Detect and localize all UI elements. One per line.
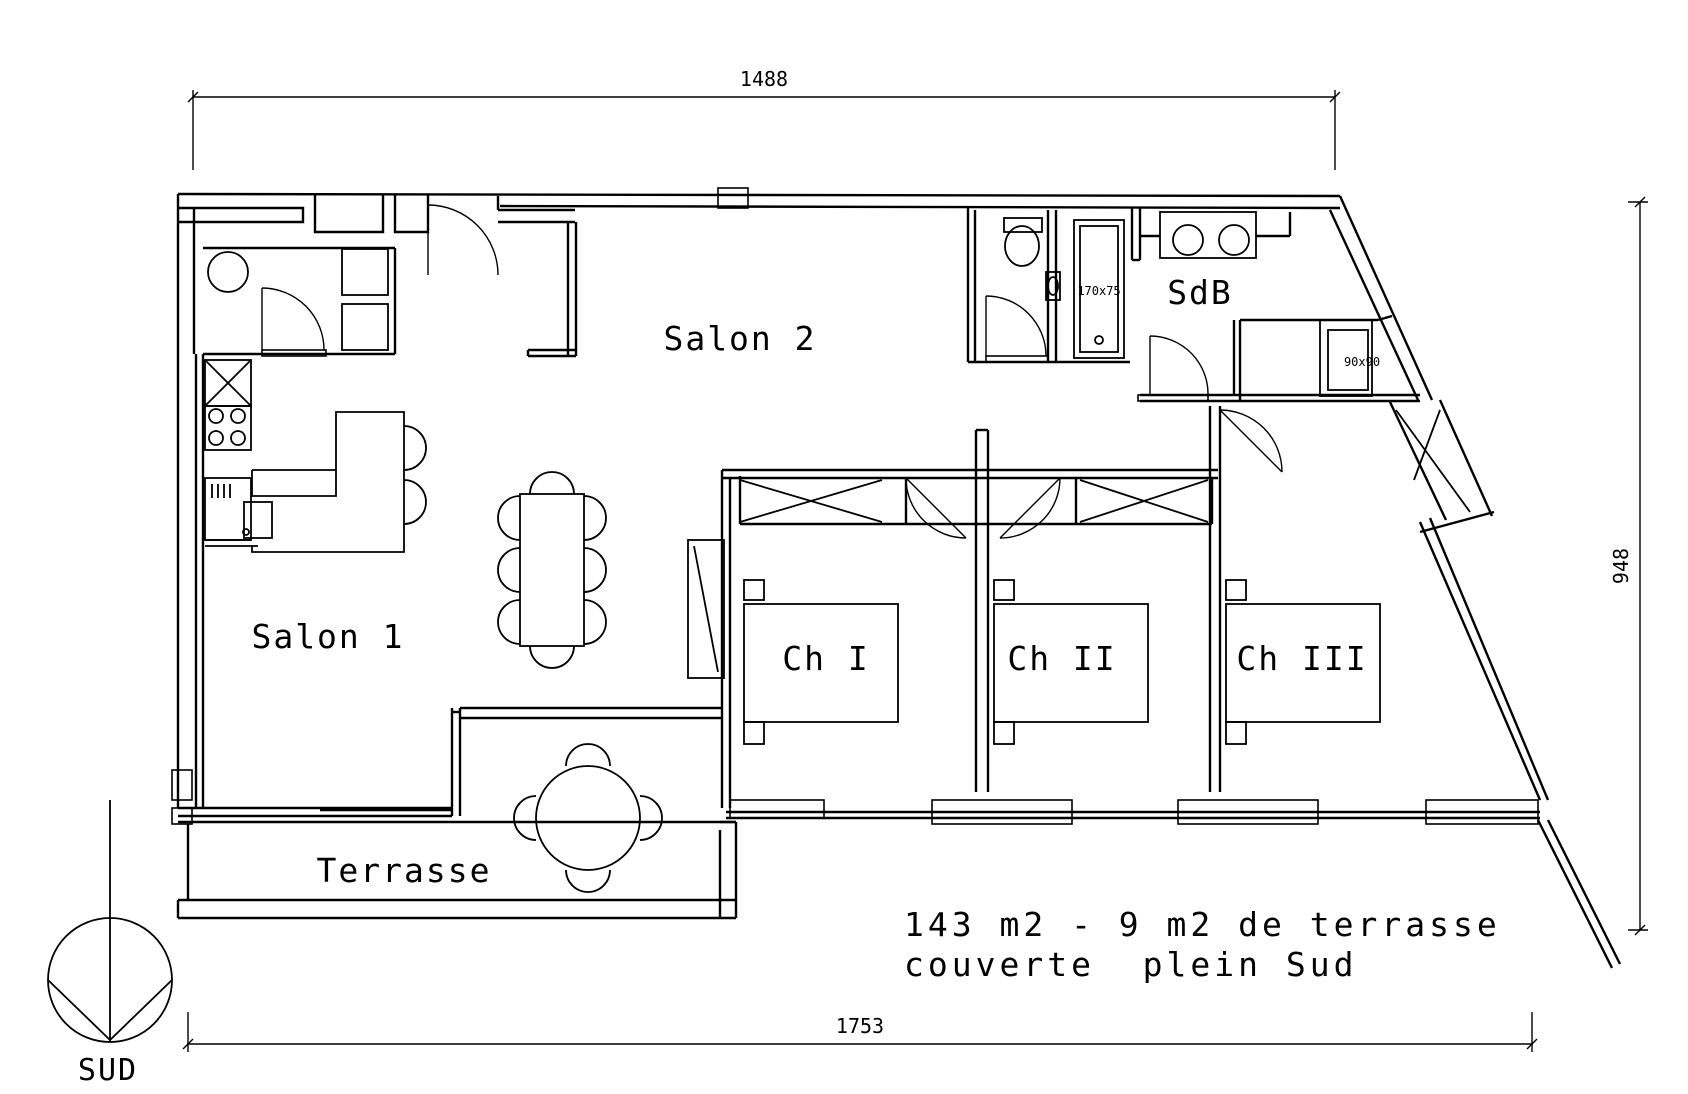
- exterior-walls: [171, 187, 1434, 825]
- room-label-ch3: Ch III: [1236, 639, 1367, 678]
- stove-burner-icon: [208, 430, 224, 446]
- stove-burner-icon: [208, 408, 224, 424]
- sink-tap-icon: [242, 528, 250, 536]
- dimension-bottom-label: 1753: [836, 1014, 884, 1038]
- room-label-terrasse: Terrasse: [317, 851, 492, 890]
- south-facade: [726, 399, 1622, 969]
- compass: SUD: [47, 800, 173, 1088]
- room-label-salon2: Salon 2: [663, 319, 816, 358]
- washbasin-icon: [1218, 224, 1250, 256]
- dimension-top-label: 1488: [740, 67, 788, 91]
- dimension-right: 948: [1609, 196, 1648, 936]
- sideboard: [687, 539, 725, 679]
- washing-machine-icon: [207, 251, 249, 293]
- stove-burner-icon: [230, 430, 246, 446]
- bed-ch1: [743, 579, 899, 745]
- compass-label: SUD: [78, 1053, 138, 1088]
- dimension-top: 1488: [187, 67, 1341, 170]
- stove-burner-icon: [230, 408, 246, 424]
- bathroom: 170x75 90x90: [1073, 208, 1420, 403]
- entry: [427, 196, 578, 358]
- terrasse: [176, 706, 738, 920]
- room-label-ch1: Ch I: [782, 639, 869, 678]
- bed-ch3: [1225, 579, 1381, 745]
- room-label-sdb: SdB: [1167, 273, 1233, 312]
- bed-ch2: [993, 579, 1149, 745]
- room-label-salon1: Salon 1: [251, 617, 404, 656]
- shower-label: 90x90: [1344, 355, 1380, 369]
- room-label-ch2: Ch II: [1007, 639, 1116, 678]
- kitchen: [203, 246, 427, 553]
- bathtub-label: 170x75: [1077, 284, 1120, 298]
- dimension-bottom: 1753: [182, 1012, 1538, 1052]
- washbasin-icon: [1172, 224, 1204, 256]
- toilet-icon: [1004, 225, 1040, 267]
- info-line-2: couverte plein Sud: [904, 945, 1358, 984]
- dining-table: [497, 471, 607, 669]
- bedroom-walls: [720, 406, 1283, 808]
- info-line-1: 143 m2 - 9 m2 de terrasse: [904, 905, 1501, 944]
- dimension-right-label: 948: [1609, 548, 1633, 584]
- round-table-icon: [535, 765, 641, 871]
- wc: [966, 208, 1130, 364]
